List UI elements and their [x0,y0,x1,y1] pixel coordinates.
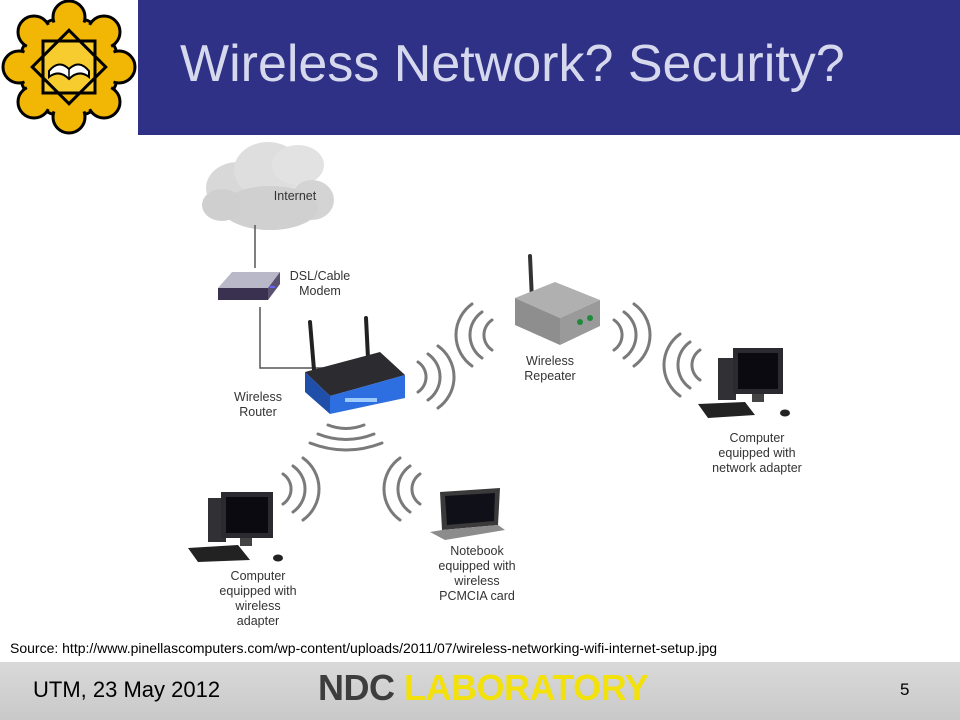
title-bar [138,0,960,135]
desktop-computer-right-icon [698,348,790,418]
label-internet: Internet [273,189,317,203]
footer-date: UTM, 23 May 2012 [33,677,221,702]
brand-laboratory: LABORATORY [404,667,649,708]
internet-cloud-icon [202,142,334,230]
label-repeater: Wireless Repeater [524,354,576,383]
slide-header: Wireless Network? Security? [0,0,960,135]
wireless-signal-waves [281,302,702,522]
slide-title: Wireless Network? Security? [180,35,845,93]
ndc-laboratory-logo: NDC LABORATORY [318,667,649,709]
label-notebook: Notebook equipped with wireless PCMCIA c… [438,544,516,603]
utm-emblem-icon [1,0,137,135]
label-computer-wireless: Computer equipped with wireless adapter [219,569,297,628]
slide-footer: UTM, 23 May 2012 NDC LABORATORY 5 [0,662,960,720]
brand-ndc: NDC [318,667,395,708]
label-modem: DSL/Cable Modem [289,269,351,298]
page-number: 5 [900,680,910,699]
label-router: Wireless Router [234,390,282,419]
modem-icon [218,272,280,300]
source-citation: Source: http://www.pinellascomputers.com… [10,640,718,656]
desktop-computer-left-icon [188,492,283,562]
router-icon [305,316,405,414]
notebook-icon [430,488,505,540]
label-computer-network: Computer equipped with network adapter [712,431,802,475]
repeater-icon [515,254,600,345]
modem-cable [259,307,330,369]
